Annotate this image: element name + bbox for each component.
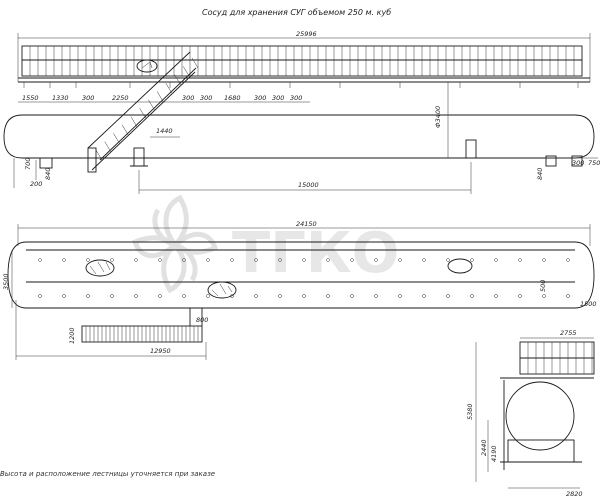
watermark-text: ТГКО xyxy=(232,221,399,286)
dim-plan-right-h1: 500 xyxy=(539,280,547,292)
drawing-title: Сосуд для хранения СУГ объемом 250 м. ку… xyxy=(202,8,391,17)
end-saddle xyxy=(507,439,575,463)
hatch-mid xyxy=(207,281,237,299)
seg-dim: 300 xyxy=(272,94,284,102)
dim-saddle-span: 15000 xyxy=(298,181,319,189)
seg-dim: 300 xyxy=(182,94,194,102)
side-view: 25996 1550 1330 300 2250 300 300 1680 30… xyxy=(3,30,600,194)
hatch-left xyxy=(85,259,115,277)
snowflake-icon xyxy=(131,194,219,294)
plan-tank-outline xyxy=(7,241,595,309)
dim-left-base: 200 xyxy=(30,180,42,188)
dim-diameter: Ф3400 xyxy=(434,106,442,128)
tank-body xyxy=(3,114,595,159)
dim-left-h2: 840 xyxy=(44,168,52,180)
dim-right-s1: 300 xyxy=(572,159,584,167)
plan-view: 24150 3500 500 1500 800 1200 12950 xyxy=(2,220,597,360)
seg-dim: 2250 xyxy=(112,94,129,102)
dim-plan-overall: 24150 xyxy=(296,220,317,228)
deck-supports xyxy=(23,82,579,88)
dim-plan-left-h: 3500 xyxy=(2,273,10,290)
dim-end-height-mid: 2440 xyxy=(480,439,488,456)
side-ladder xyxy=(87,51,199,173)
seg-dim: 1330 xyxy=(52,94,69,102)
dim-ladder-offset: 800 xyxy=(196,316,208,324)
segment-dimensions: 1550 1330 300 2250 300 300 1680 300 300 … xyxy=(22,94,302,102)
end-view: 2755 5380 2440 4190 2820 xyxy=(466,329,595,498)
dim-ladder-w: 1200 xyxy=(68,327,76,344)
dim-end-height-low: 4190 xyxy=(490,445,498,462)
seg-dim: 300 xyxy=(254,94,266,102)
dim-left-h1: 700 xyxy=(24,158,32,170)
hatch-right xyxy=(447,258,473,274)
watermark-logo: ТГКО xyxy=(131,194,399,294)
seg-dim: 300 xyxy=(290,94,302,102)
dim-platform-offset: 1440 xyxy=(156,127,173,135)
footnote: Высота и расположение лестницы уточняетс… xyxy=(0,470,215,478)
dim-end-height-total: 5380 xyxy=(466,403,474,420)
seg-dim: 300 xyxy=(82,94,94,102)
railing-posts xyxy=(21,46,583,76)
dim-plan-right-h2: 1500 xyxy=(580,300,597,308)
seg-dim: 1680 xyxy=(224,94,241,102)
dim-right-h1: 840 xyxy=(536,168,544,180)
plan-bolts xyxy=(38,258,570,298)
dim-ladder-length: 12950 xyxy=(150,347,171,355)
dim-overall-length: 25996 xyxy=(296,30,317,38)
dim-end-width: 2755 xyxy=(560,329,577,337)
end-tank-circle xyxy=(505,381,575,451)
right-saddle xyxy=(462,139,480,159)
seg-dim: 1550 xyxy=(22,94,39,102)
dim-right-s2: 750 xyxy=(588,159,600,167)
seg-dim: 300 xyxy=(200,94,212,102)
left-saddle xyxy=(130,147,148,167)
dim-end-base-width: 2820 xyxy=(566,490,583,498)
manhole xyxy=(136,59,158,73)
